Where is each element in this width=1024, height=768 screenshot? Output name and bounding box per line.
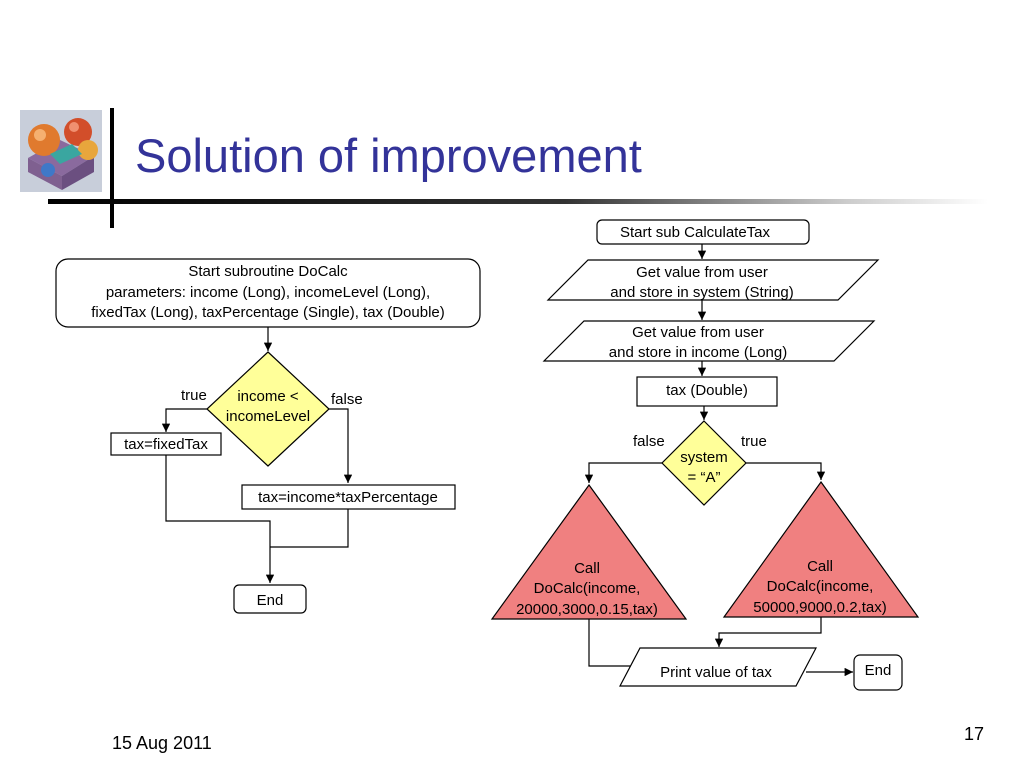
right-connector-call-left-print (588, 619, 642, 671)
right-call-right-line2: DoCalc(income, (767, 578, 874, 595)
logo (20, 110, 102, 192)
right-false-label: false (633, 433, 665, 450)
left-start-line3: fixedTax (Long), taxPercentage (Single),… (91, 304, 445, 321)
left-end-text: End (257, 592, 284, 609)
slide-title: Solution of improvement (135, 129, 642, 182)
left-false-box (241, 484, 456, 510)
left-false-box-text: tax=income*taxPercentage (258, 489, 438, 506)
right-start-text: Start sub CalculateTax (620, 224, 771, 241)
right-print-parallelogram (619, 647, 817, 687)
right-start-box (596, 219, 810, 245)
right-print-text: Print value of tax (660, 664, 772, 681)
right-input2-line2: and store in income (Long) (609, 344, 787, 361)
left-connector-false-merge (270, 509, 349, 548)
right-input1-parallelogram (546, 259, 880, 301)
right-decision-line1: system (680, 449, 728, 466)
left-true-box-text: tax=fixedTax (124, 436, 208, 453)
right-flowchart: Start sub CalculateTax Get value from us… (490, 219, 920, 691)
right-call-left-line3: 20000,3000,0.15,tax) (516, 601, 658, 618)
left-false-label: false (331, 391, 363, 408)
left-end-box (233, 584, 307, 614)
right-decision-diamond (661, 420, 747, 506)
right-declare-text: tax (Double) (666, 382, 748, 399)
right-call-left-line1: Call (574, 560, 600, 577)
left-connector-true (161, 408, 207, 432)
page-number: 17 (964, 724, 985, 744)
right-connector-false (584, 462, 662, 483)
right-call-right-line1: Call (807, 558, 833, 575)
right-call-left-line2: DoCalc(income, (534, 580, 641, 597)
left-connector-true-merge (165, 455, 275, 583)
left-flowchart: Start subroutine DoCalc parameters: inco… (55, 258, 481, 614)
right-decision-line2: = “A” (688, 469, 721, 486)
right-end-box (853, 654, 903, 691)
title-vertical-rule (110, 108, 114, 228)
left-start-line2: parameters: income (Long), incomeLevel (… (106, 284, 430, 301)
right-input1-line2: and store in system (String) (610, 284, 793, 301)
title-horizontal-rule (48, 199, 988, 204)
left-true-label: true (181, 387, 207, 404)
right-connector-call-right-print (714, 617, 822, 647)
right-input2-line1: Get value from user (632, 324, 764, 341)
footer-date: 15 Aug 2011 (112, 733, 212, 753)
right-input1-line1: Get value from user (636, 264, 768, 281)
right-call-left-triangle (490, 483, 688, 620)
left-decision-line1: income < (237, 388, 299, 405)
right-connector-true (746, 462, 826, 480)
right-input2-parallelogram (542, 320, 876, 362)
right-true-label: true (741, 433, 767, 450)
right-declare-box (636, 376, 778, 407)
right-call-right-triangle (722, 480, 920, 618)
left-connector-false (329, 408, 353, 483)
left-decision-diamond (206, 351, 330, 467)
left-decision-line2: incomeLevel (226, 408, 310, 425)
right-call-right-line3: 50000,9000,0.2,tax) (753, 599, 886, 616)
right-end-text: End (865, 662, 892, 679)
left-start-line1: Start subroutine DoCalc (188, 263, 348, 280)
